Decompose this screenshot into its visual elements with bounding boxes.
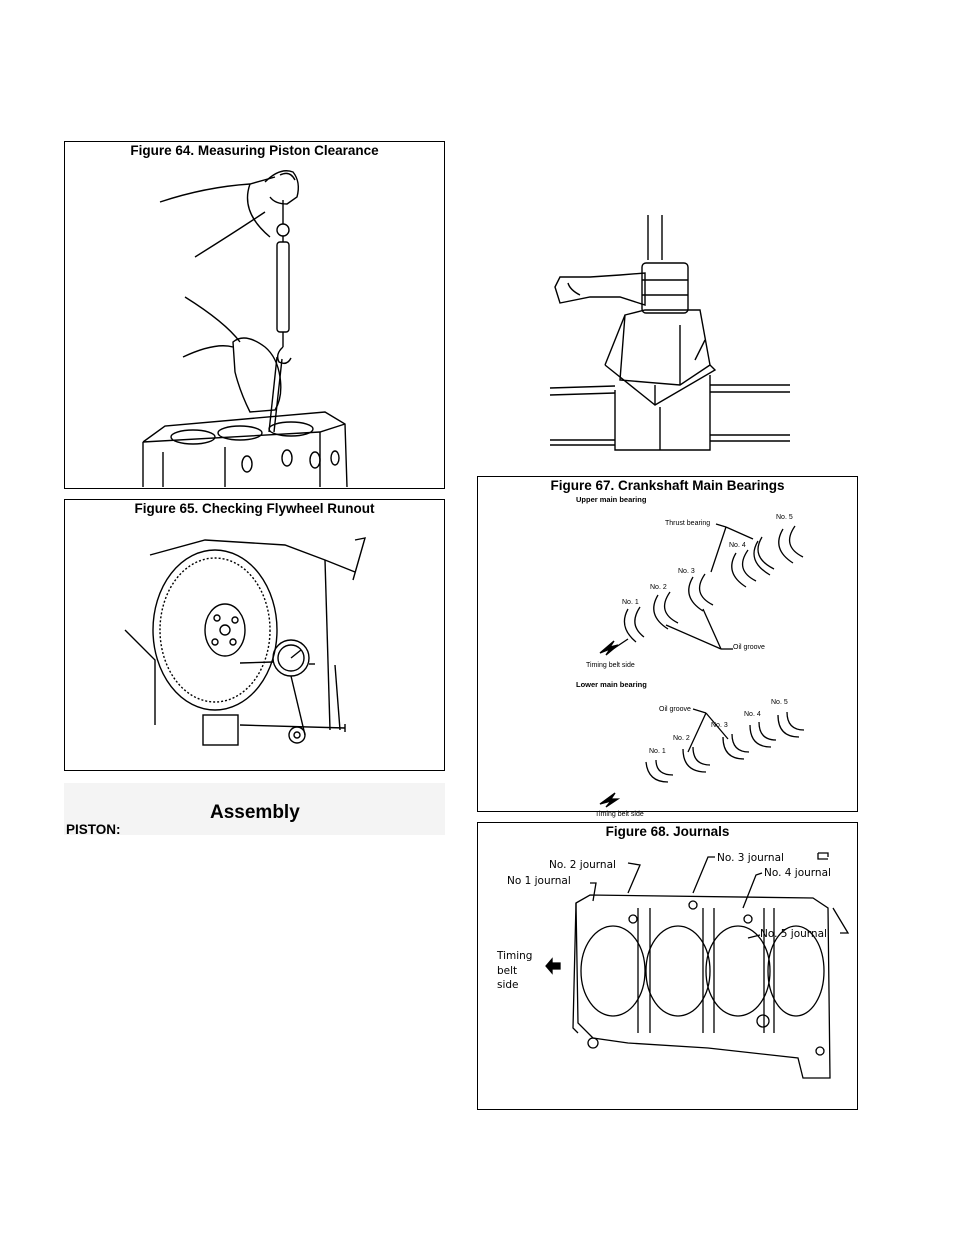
- upper-timing-side-label: Timing belt side: [586, 662, 635, 669]
- lower-no1-label: No. 1: [649, 748, 666, 755]
- lower-no4-label: No. 4: [744, 711, 761, 718]
- thrust-bearing-label: Thrust bearing: [665, 520, 711, 527]
- figure-68: Figure 68. Journals No. 2 journal No 1 j…: [477, 822, 858, 1110]
- lower-bearing-no1: [645, 759, 674, 783]
- journals-illustration: [545, 852, 850, 1079]
- journal-5-label: No. 5 journal: [760, 928, 827, 940]
- flywheel-runout-illustration: [124, 537, 366, 746]
- figure-67-title: Figure 67. Crankshaft Main Bearings: [550, 478, 785, 493]
- upper-no5-label: No. 5: [776, 514, 793, 521]
- journal-2-label: No. 2 journal: [549, 859, 616, 871]
- journal-1-label: No 1 journal: [507, 875, 571, 887]
- lower-no2-label: No. 2: [673, 735, 690, 742]
- timing-belt-side-label-1: Timing: [497, 950, 533, 962]
- lower-oil-groove-label: Oil groove: [659, 706, 691, 713]
- upper-bearing-thrust: [753, 536, 775, 576]
- upper-bearing-no3: [688, 573, 714, 612]
- upper-no1-label: No. 1: [622, 599, 639, 606]
- upper-bearing-no5: [778, 525, 804, 564]
- upper-bearing-no2: [653, 591, 679, 630]
- lower-timing-side-label: Timing belt side: [595, 811, 644, 818]
- upper-main-bearing-label: Upper main bearing: [576, 495, 647, 504]
- lower-bearing-no2: [682, 746, 711, 773]
- figure-65-title: Figure 65. Checking Flywheel Runout: [134, 501, 375, 516]
- lower-bearing-no4: [749, 721, 777, 748]
- figure-65: Figure 65. Checking Flywheel Runout: [64, 499, 445, 771]
- upper-no4-label: No. 4: [729, 542, 746, 549]
- upper-no2-label: No. 2: [650, 584, 667, 591]
- figure-66-illustration: [549, 215, 795, 455]
- section-heading: Assembly: [210, 802, 300, 823]
- bearing-press-illustration: [549, 215, 790, 451]
- lower-bearing-no5: [777, 711, 805, 738]
- main-bearings-illustration: [599, 523, 805, 808]
- figure-64-title: Figure 64. Measuring Piston Clearance: [130, 143, 379, 158]
- timing-belt-side-label-3: side: [497, 979, 519, 991]
- timing-belt-side-label-2: belt: [497, 965, 518, 977]
- lower-main-bearing-label: Lower main bearing: [576, 680, 647, 689]
- figure-64: Figure 64. Measuring Piston Clearance: [64, 141, 445, 489]
- upper-bearing-no1: [623, 606, 645, 643]
- upper-no3-label: No. 3: [678, 568, 695, 575]
- figure-67: Figure 67. Crankshaft Main Bearings Uppe…: [477, 476, 858, 818]
- journal-3-label: No. 3 journal: [717, 852, 784, 864]
- section-heading-band: [64, 783, 445, 835]
- lower-no5-label: No. 5: [771, 699, 788, 706]
- upper-bearing-no4: [731, 549, 757, 588]
- piston-clearance-illustration: [142, 170, 348, 488]
- lower-no3-label: No. 3: [711, 722, 728, 729]
- section-subheading: PISTON:: [66, 822, 121, 837]
- lower-bearing-no3: [722, 733, 750, 760]
- upper-oil-groove-label: Oil groove: [733, 644, 765, 651]
- journal-4-label: No. 4 journal: [764, 867, 831, 879]
- figure-68-title: Figure 68. Journals: [605, 824, 730, 839]
